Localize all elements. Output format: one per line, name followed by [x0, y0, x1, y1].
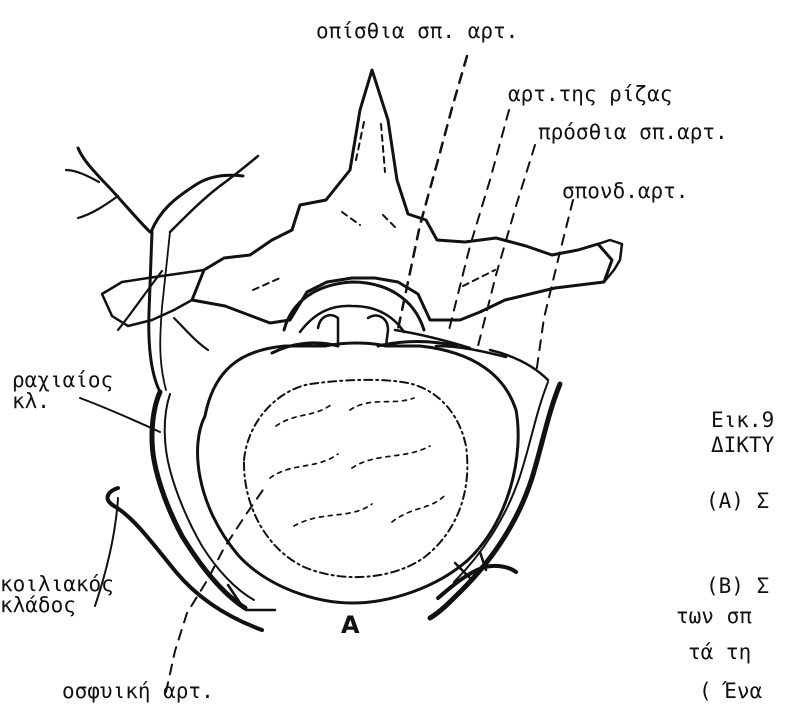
lower-left-branch — [108, 488, 262, 630]
side-caption-line-1: Εικ.9 — [711, 410, 774, 431]
side-caption-line-6: τά τη — [688, 642, 751, 663]
vertebral-body-texture — [270, 398, 446, 526]
panel-letter-a: A — [341, 611, 360, 639]
spinous-inner-texture — [253, 122, 495, 290]
label-anterior-spinal-artery: πρόσθια σπ.αρτ. — [538, 122, 728, 143]
side-caption-line-5: των σπ — [676, 606, 752, 627]
spinal-branch-main-2 — [160, 232, 170, 390]
leader-lumbar — [166, 484, 267, 692]
side-caption-line-4: (B) Σ — [706, 576, 769, 597]
label-posterior-spinal-artery: οπίσθια σπ. αρτ. — [316, 21, 518, 42]
label-lumbar-artery: οσφυική αρτ. — [62, 681, 214, 702]
side-caption-line-3: (A) Σ — [706, 491, 769, 512]
lower-right-branch — [438, 566, 516, 598]
left-segmental-artery — [152, 392, 245, 608]
posterior-spinal-artery — [272, 343, 338, 353]
root-canal-left — [318, 315, 338, 345]
leader-posterior — [397, 56, 467, 334]
right-segmental-artery — [430, 384, 560, 618]
left-transverse-process — [102, 270, 204, 326]
vertebral-body-cancellous — [244, 380, 467, 577]
spinous-process — [192, 70, 612, 323]
left-network-b — [151, 175, 243, 232]
label-celiac-branch: κοιλιακός κλάδος — [0, 574, 114, 616]
left-network-g — [174, 318, 208, 350]
label-vertebral-body-artery: σπονδ.αρτ. — [562, 181, 688, 202]
side-caption-line-7: ( Ένα — [699, 681, 762, 702]
label-spinal-branch: ραχιαίος κλ. — [12, 370, 113, 412]
leader-root — [448, 110, 509, 334]
left-segmental-artery-inner — [165, 394, 254, 600]
spinal-branch-main — [149, 232, 160, 392]
right-segmental-artery-inner — [454, 382, 548, 582]
side-caption-line-2: ΔΙΚΤΥ — [711, 435, 774, 456]
left-network-d — [78, 196, 118, 218]
label-root-artery: αρτ.της ρίζας — [508, 84, 672, 105]
left-network-a — [78, 148, 150, 232]
root-canal-right — [368, 316, 388, 346]
